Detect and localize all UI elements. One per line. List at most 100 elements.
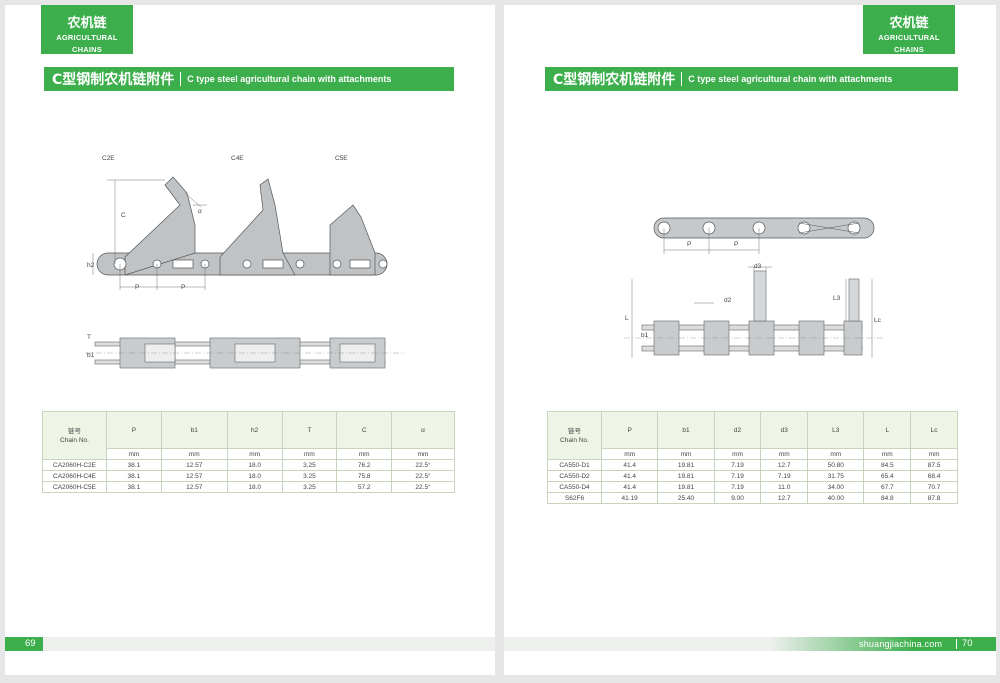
section-title-banner: C型钢制农机链附件 C type steel agricultural chai… xyxy=(545,67,958,91)
section-title-en: C type steel agricultural chain with att… xyxy=(187,74,392,84)
label-h2: h2 xyxy=(87,262,95,269)
table-cell: 18.0 xyxy=(226,459,283,471)
table-cell: 3.25 xyxy=(281,459,338,471)
label-c: C xyxy=(121,212,126,219)
table-cell: 50.80 xyxy=(807,459,865,471)
table-cell: 12.57 xyxy=(160,459,228,471)
label-t: T xyxy=(87,334,91,341)
table-cell: CA550-D1 xyxy=(547,459,602,471)
label-d2: d2 xyxy=(724,297,732,304)
unit-cell: mm xyxy=(863,448,912,460)
brand-tab: 农机链 AGRICULTURAL CHAINS xyxy=(863,5,955,54)
label-c5e: C5E xyxy=(335,155,348,162)
column-header: d2 xyxy=(713,411,762,449)
chain-no-header-cn: 链号 xyxy=(68,427,81,435)
table-cell: 9.00 xyxy=(713,492,762,504)
unit-cell: mm xyxy=(657,448,715,460)
unit-cell: mm xyxy=(807,448,865,460)
column-header: P xyxy=(600,411,659,449)
table-cell: 22.5° xyxy=(391,470,455,482)
table-units-row: mm mm mm mm mm mm mm xyxy=(548,448,958,460)
column-header: C xyxy=(336,411,393,449)
chain-no-header-en: Chain No. xyxy=(60,436,89,444)
column-header: h2 xyxy=(226,411,283,449)
table-cell: CA550-D2 xyxy=(547,470,602,482)
table-cell: 41.19 xyxy=(600,492,659,504)
table-row: CA550-D4 41.4 19.81 7.19 11.0 34.00 67.7… xyxy=(547,481,958,493)
table-cell: 7.19 xyxy=(713,470,762,482)
column-header: Lc xyxy=(910,411,958,449)
column-header: L3 xyxy=(807,411,865,449)
section-title-en: C type steel agricultural chain with att… xyxy=(688,74,893,84)
website-link[interactable]: shuangjiachina.com xyxy=(859,639,943,649)
table-cell: CA2060H-C5E xyxy=(42,481,107,493)
table-cell: 18.0 xyxy=(226,481,283,493)
table-cell: 75.8 xyxy=(336,470,393,482)
label-lc: Lc xyxy=(874,317,881,324)
table-cell: 19.81 xyxy=(657,481,715,493)
brand-cn: 农机链 xyxy=(889,16,929,31)
table-cell: 84.5 xyxy=(863,459,912,471)
unit-cell: mm xyxy=(226,448,283,460)
table-cell: CA550-D4 xyxy=(547,481,602,493)
label-p2: P xyxy=(734,241,739,248)
chain-no-header-cn: 链号 xyxy=(568,427,581,435)
label-alpha: α xyxy=(198,208,202,215)
table-header-row: 链号 Chain No. P b1 d2 d3 L3 L Lc xyxy=(547,411,958,460)
section-title-cn: C型钢制农机链附件 xyxy=(52,72,175,88)
left-page: 农机链 AGRICULTURAL CHAINS C型钢制农机链附件 C type… xyxy=(5,5,495,675)
section-title-cn: C型钢制农机链附件 xyxy=(553,72,676,88)
column-header: b1 xyxy=(657,411,715,449)
column-header: α xyxy=(391,411,455,449)
table-cell: 3.25 xyxy=(281,470,338,482)
section-title-banner: C型钢制农机链附件 C type steel agricultural chai… xyxy=(44,67,454,91)
table-row: CA2060H-C2E 38.1 12.57 18.0 3.25 76.2 22… xyxy=(42,459,455,471)
brand-cn: 农机链 xyxy=(67,16,107,31)
attachment-side-view-drawing xyxy=(92,176,388,290)
table-cell: 57.2 xyxy=(336,481,393,493)
table-cell: 18.0 xyxy=(226,470,283,482)
brand-tab: 农机链 AGRICULTURAL CHAINS xyxy=(41,5,133,54)
unit-cell: mm xyxy=(391,448,455,460)
unit-cell: mm xyxy=(600,448,659,460)
table-cell: 22.5° xyxy=(391,459,455,471)
table-row: CA2060H-C4E 38.1 12.57 18.0 3.25 75.8 22… xyxy=(42,470,455,482)
label-p1: P xyxy=(135,284,140,291)
chain-no-header: 链号 Chain No. xyxy=(42,411,107,460)
table-cell: 67.7 xyxy=(863,481,912,493)
table-cell: 7.19 xyxy=(713,481,762,493)
chain-no-header: 链号 Chain No. xyxy=(547,411,602,460)
table-cell: 34.00 xyxy=(807,481,865,493)
spec-table: 链号 Chain No. P b1 d2 d3 L3 L Lc mm mm mm… xyxy=(547,411,958,504)
chain-top-view-drawing xyxy=(85,337,405,369)
table-cell: 70.7 xyxy=(910,481,958,493)
table-cell: CA2060H-C2E xyxy=(42,459,107,471)
column-header: T xyxy=(281,411,338,449)
chain-side-view-drawing xyxy=(653,217,875,254)
chain-no-header-en: Chain No. xyxy=(560,436,589,444)
table-cell: 38.1 xyxy=(106,459,162,471)
footer-bar xyxy=(504,637,996,651)
right-page: 农机链 AGRICULTURAL CHAINS C型钢制农机链附件 C type… xyxy=(504,5,996,675)
brand-en: AGRICULTURAL CHAINS xyxy=(878,33,940,54)
label-l3: L3 xyxy=(833,295,841,302)
column-header: L xyxy=(863,411,912,449)
spec-table: 链号 Chain No. P b1 h2 T C α mm mm mm mm m… xyxy=(42,411,455,493)
unit-cell: mm xyxy=(281,448,338,460)
table-cell: 87.8 xyxy=(910,492,958,504)
table-cell: 41.4 xyxy=(600,470,659,482)
table-cell: 41.4 xyxy=(600,481,659,493)
table-row: S62F6 41.19 25.40 9.00 12.7 40.00 84.8 8… xyxy=(547,492,958,504)
label-b1: b1 xyxy=(87,352,95,359)
table-cell: 12.7 xyxy=(760,459,809,471)
table-cell: 38.1 xyxy=(106,481,162,493)
table-cell: 65.4 xyxy=(863,470,912,482)
page-number: 70 xyxy=(962,638,973,649)
table-cell: 38.1 xyxy=(106,470,162,482)
table-cell: 40.00 xyxy=(807,492,865,504)
table-cell: 25.40 xyxy=(657,492,715,504)
table-cell: 12.7 xyxy=(760,492,809,504)
label-p2: P xyxy=(181,284,186,291)
table-cell: CA2060H-C4E xyxy=(42,470,107,482)
title-separator xyxy=(180,72,182,86)
